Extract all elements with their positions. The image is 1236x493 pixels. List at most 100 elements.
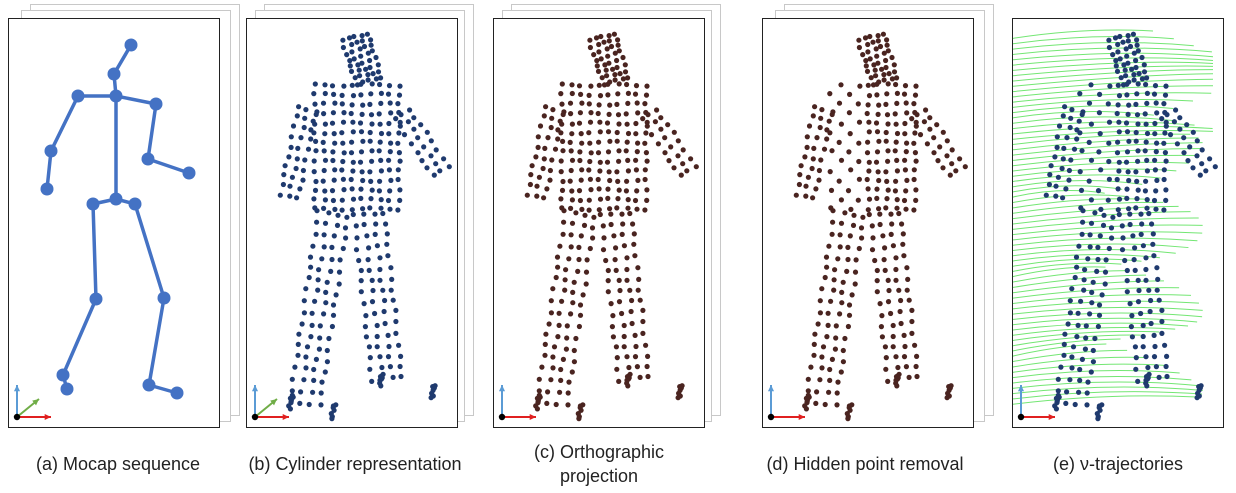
- body-point: [339, 130, 344, 135]
- body-point: [1101, 223, 1106, 228]
- body-point: [1133, 268, 1138, 273]
- body-point: [867, 129, 872, 134]
- body-point: [1089, 369, 1094, 374]
- body-point: [376, 69, 381, 74]
- body-point: [904, 110, 909, 115]
- body-point: [615, 91, 620, 96]
- body-point: [385, 253, 390, 258]
- body-point: [884, 91, 889, 96]
- body-point: [622, 243, 627, 248]
- body-point: [884, 179, 889, 184]
- body-point: [429, 395, 434, 400]
- body-point: [881, 32, 886, 37]
- body-point: [886, 81, 891, 86]
- body-point: [366, 257, 371, 262]
- body-point: [1144, 158, 1149, 163]
- body-point: [366, 77, 371, 82]
- body-point: [644, 93, 649, 98]
- body-point: [1136, 288, 1141, 293]
- body-point: [632, 253, 637, 258]
- body-point: [536, 145, 541, 150]
- body-point: [1107, 120, 1112, 125]
- body-point: [421, 144, 426, 149]
- body-point: [358, 82, 363, 87]
- body-point: [572, 348, 577, 353]
- body-point: [814, 389, 819, 394]
- body-point: [865, 177, 870, 182]
- body-point: [893, 111, 898, 116]
- body-point: [1144, 122, 1149, 127]
- body-point: [432, 173, 437, 178]
- body-point: [425, 130, 430, 135]
- body-point: [1136, 188, 1141, 193]
- body-point: [590, 235, 595, 240]
- body-point: [351, 93, 356, 98]
- body-point: [914, 364, 919, 369]
- body-point: [1130, 334, 1135, 339]
- body-point: [358, 196, 363, 201]
- body-point: [311, 91, 316, 96]
- body-point: [826, 244, 831, 249]
- body-point: [387, 167, 392, 172]
- body-point: [397, 84, 402, 89]
- body-point: [1151, 253, 1156, 258]
- body-point: [830, 109, 835, 114]
- skeleton-joint: [129, 198, 142, 211]
- body-point: [605, 187, 610, 192]
- body-point: [874, 92, 879, 97]
- body-point: [642, 101, 647, 106]
- body-point: [1063, 186, 1068, 191]
- body-point: [369, 159, 374, 164]
- body-point: [812, 332, 817, 337]
- body-point: [837, 101, 842, 106]
- body-point: [612, 72, 617, 77]
- body-point: [447, 164, 452, 169]
- body-point: [579, 233, 584, 238]
- body-point: [848, 131, 853, 136]
- body-point: [1162, 343, 1167, 348]
- body-point: [680, 161, 685, 166]
- body-point: [596, 42, 601, 47]
- body-point: [542, 146, 547, 151]
- body-point: [605, 196, 610, 201]
- body-point: [1195, 138, 1200, 143]
- body-point: [606, 289, 611, 294]
- body-point: [643, 167, 648, 172]
- body-point: [812, 342, 817, 347]
- body-point: [694, 164, 699, 169]
- body-point: [607, 169, 612, 174]
- body-point: [1139, 55, 1144, 60]
- body-point: [1077, 367, 1082, 372]
- body-point: [1135, 43, 1140, 48]
- body-point: [560, 148, 565, 153]
- body-point: [579, 167, 584, 172]
- body-point: [609, 301, 614, 306]
- body-point: [893, 82, 898, 87]
- body-point: [1055, 134, 1060, 139]
- body-point: [332, 131, 337, 136]
- trajectory-line: [1013, 387, 1203, 394]
- body-point: [636, 288, 641, 293]
- trajectories-frame: [1012, 18, 1224, 428]
- body-point: [870, 235, 875, 240]
- body-point: [322, 232, 327, 237]
- body-point: [1155, 288, 1160, 293]
- body-point: [570, 122, 575, 127]
- body-point: [349, 150, 354, 155]
- body-point: [369, 379, 374, 384]
- body-point: [369, 43, 374, 48]
- body-point: [1168, 132, 1173, 137]
- body-point: [366, 245, 371, 250]
- body-point: [903, 207, 908, 212]
- body-point: [890, 76, 895, 81]
- body-point: [306, 147, 311, 152]
- body-point: [1117, 160, 1122, 165]
- body-point: [350, 102, 355, 107]
- body-point: [379, 365, 384, 370]
- skeleton-joint: [143, 379, 156, 392]
- body-point: [818, 125, 823, 130]
- body-point: [340, 38, 345, 43]
- body-point: [1154, 149, 1159, 154]
- body-point: [665, 122, 670, 127]
- body-point: [891, 344, 896, 349]
